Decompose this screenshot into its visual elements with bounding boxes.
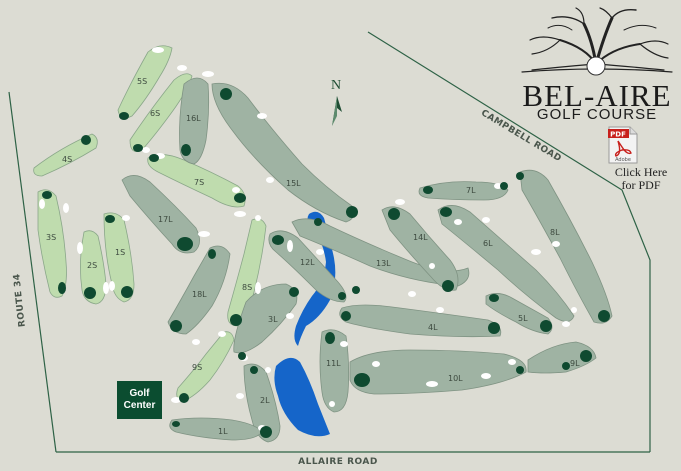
hole-17l <box>121 175 200 254</box>
hole-16l <box>179 77 210 165</box>
pdf-link-line2: for PDF <box>621 178 661 192</box>
golf-center-line1: Golf <box>129 388 150 399</box>
hole-9s <box>176 331 235 403</box>
golf-center-marker: Golf Center <box>117 381 162 419</box>
golf-ball-icon <box>586 56 606 76</box>
hole-9l <box>527 341 597 374</box>
pdf-link-line1: Click Here <box>614 165 668 179</box>
hole-6l <box>437 205 575 322</box>
label-7l: 7L <box>466 186 476 195</box>
pdf-link-text[interactable]: Click Here for PDF <box>608 166 674 192</box>
hole-2s <box>80 230 107 305</box>
golf-center-line2: Center <box>123 400 156 411</box>
pdf-brand-text: Adobe <box>615 157 631 163</box>
label-9s: 9S <box>192 363 202 372</box>
label-14l: 14L <box>413 233 428 242</box>
pdf-badge-text: PDF <box>610 131 626 139</box>
hole-4s <box>33 133 98 177</box>
label-17l: 17L <box>158 215 173 224</box>
label-5l: 5L <box>518 314 528 323</box>
long-course-holes <box>121 77 613 443</box>
label-3s: 3S <box>46 233 56 242</box>
hole-11l <box>319 329 350 413</box>
logo-subtitle: GOLF COURSE <box>536 106 658 123</box>
label-4s: 4S <box>62 155 72 164</box>
hole-labels: 1S 2S 3S 4S 5S 6S 7S 8S 9S 1L 2L 3L 4L 5… <box>46 77 580 436</box>
label-5s: 5S <box>137 77 147 86</box>
label-13l: 13L <box>376 259 391 268</box>
water-hazard-south <box>274 357 330 437</box>
allaire-road-label: ALLAIRE ROAD <box>298 457 378 467</box>
label-10l: 10L <box>448 374 463 383</box>
label-11l: 11L <box>326 359 341 368</box>
short-course-holes <box>33 45 267 403</box>
hole-10l <box>349 349 527 395</box>
hole-5s <box>117 45 173 119</box>
label-7s: 7S <box>194 178 204 187</box>
north-arrow-icon <box>332 96 342 126</box>
label-18l: 18L <box>192 290 207 299</box>
route-34-line <box>8 91 57 453</box>
hole-7l <box>418 181 509 201</box>
compass-north-label: N <box>331 78 342 93</box>
pdf-file-icon: PDF Adobe <box>608 126 638 164</box>
label-8l: 8L <box>550 228 560 237</box>
label-6s: 6S <box>150 109 160 118</box>
route-34-label: ROUTE 34 <box>12 273 28 328</box>
road-lines <box>8 31 651 453</box>
hole-4l <box>339 304 502 338</box>
label-6l: 6L <box>483 239 493 248</box>
greens <box>42 88 610 438</box>
label-12l: 12L <box>300 258 315 267</box>
logo-title: BEL-AIRE <box>522 78 672 113</box>
label-15l: 15L <box>286 179 301 188</box>
label-1s: 1S <box>115 248 125 257</box>
hole-14l <box>381 206 459 291</box>
hole-18l <box>167 245 231 335</box>
label-8s: 8S <box>242 283 252 292</box>
label-2l: 2L <box>260 396 270 405</box>
label-9l: 9L <box>570 359 580 368</box>
label-1l: 1L <box>218 427 228 436</box>
hole-8l <box>519 169 613 324</box>
hole-1l <box>169 417 263 441</box>
campbell-road-line <box>367 31 651 452</box>
label-2s: 2S <box>87 261 97 270</box>
label-4l: 4L <box>428 323 438 332</box>
label-3l: 3L <box>268 315 278 324</box>
hole-7s <box>147 154 246 208</box>
label-16l: 16L <box>186 114 201 123</box>
hole-5l <box>485 293 553 335</box>
hole-3s <box>37 189 67 298</box>
hole-2l <box>243 363 281 443</box>
hole-3l <box>233 283 298 354</box>
